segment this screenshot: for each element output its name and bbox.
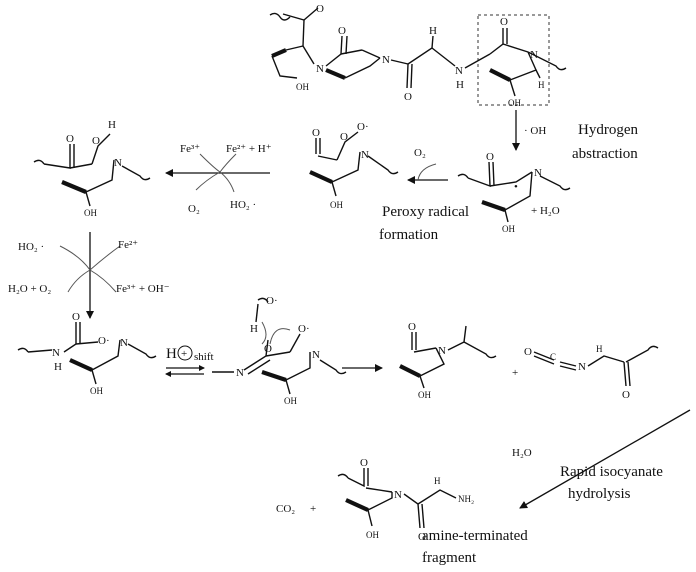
h-shift-label: H + shift: [166, 345, 214, 363]
top-peptide: N O OH O N O H N H O N H OH: [269, 3, 567, 108]
reagent-co2: CO₂: [276, 503, 295, 515]
atom-O: O: [404, 91, 412, 103]
atom-O: O: [92, 135, 100, 147]
atom-H: H: [596, 344, 603, 354]
label-rapid: Rapid isocyanate: [560, 464, 663, 480]
atom-O: O: [338, 25, 346, 37]
h2o-plus: + H₂O: [531, 205, 560, 217]
atom-NH2: NH₂: [458, 494, 474, 504]
atom-N: N: [578, 361, 586, 373]
plus-bottom: +: [310, 503, 316, 515]
h-shift-text: shift: [194, 351, 214, 363]
reagent-ho2-left: HO₂ ·: [18, 241, 44, 253]
h-shift-h: H: [166, 346, 177, 362]
label-hydrolysis: hydrolysis: [568, 486, 631, 502]
atom-O: O: [408, 321, 416, 333]
atom-H: H: [538, 80, 545, 90]
reagent-fe3-top: Fe³⁺: [180, 143, 200, 155]
atom-O: O: [264, 343, 272, 355]
atom-OH: OH: [296, 82, 309, 92]
atom-Odot: O·: [98, 335, 110, 347]
reagent-o2: O₂: [414, 147, 426, 159]
atom-H: H: [108, 119, 116, 131]
atom-O: O: [360, 457, 368, 469]
radical-dot: •: [514, 181, 518, 193]
atom-N: N: [236, 367, 244, 379]
atom-N: N: [114, 157, 122, 169]
label-formation: formation: [379, 227, 439, 243]
atom-OH: OH: [90, 386, 103, 396]
atom-OH: OH: [84, 208, 97, 218]
atom-N: N: [361, 149, 369, 161]
peroxy-structure: O O O· N OH: [309, 121, 399, 210]
atom-O: O: [340, 131, 348, 143]
atom-O: O: [72, 311, 80, 323]
atom-N: N: [120, 337, 128, 349]
atom-N: N: [52, 347, 60, 359]
atom-O: O·: [266, 295, 278, 307]
plus-symbol: +: [181, 348, 187, 360]
isocyanate-structure: O C N H O: [524, 344, 659, 401]
atom-O: O: [524, 346, 532, 358]
atom-O: O: [316, 3, 324, 15]
label-abstraction: abstraction: [572, 146, 638, 162]
atom-N: N: [394, 489, 402, 501]
reagent-h2o-o2: H₂O + O₂: [8, 283, 51, 295]
atom-O: O: [418, 531, 426, 543]
arrow-hydrolysis: [519, 409, 691, 509]
atom-H: H: [54, 361, 62, 373]
imidic-structure: O· H O N O· N OH: [212, 295, 347, 406]
label-amine: amine-terminated: [422, 528, 528, 544]
atom-N: N: [455, 65, 463, 77]
label-hydrogen: Hydrogen: [578, 122, 638, 138]
atom-OH: OH: [502, 224, 515, 234]
label-peroxy: Peroxy radical: [382, 204, 469, 220]
atom-O: O: [66, 133, 74, 145]
label-fragment: fragment: [422, 550, 477, 566]
atom-H: H: [456, 79, 464, 91]
amine-product: O N O H NH₂ OH: [337, 457, 474, 543]
radical-structure: O N • OH: [457, 151, 571, 234]
atom-N: N: [312, 349, 320, 361]
atom-Odot: O·: [357, 121, 369, 133]
atom-H: H: [250, 323, 258, 335]
atom-O: O: [500, 16, 508, 28]
reagent-fe2-h: Fe²⁺ + H⁺: [226, 143, 272, 155]
atom-N: N: [534, 167, 542, 179]
reagent-h2o-bottom: H₂O: [512, 447, 532, 459]
reagent-ho2-top: HO₂ ·: [230, 199, 256, 211]
atom-O: O: [486, 151, 494, 163]
atom-OH: OH: [418, 390, 431, 400]
alkoxy-structure: N H O O· N OH: [17, 311, 157, 396]
atom-O: O: [622, 389, 630, 401]
atom-O: O: [312, 127, 320, 139]
reagent-fe2-left: Fe²⁺: [118, 239, 138, 251]
atom-N: N: [530, 49, 538, 61]
plus: +: [512, 367, 518, 379]
atom-C: C: [550, 352, 556, 362]
atom-H: H: [434, 476, 441, 486]
atom-N: N: [316, 63, 324, 75]
atom-OH: OH: [284, 396, 297, 406]
atom-N: N: [382, 54, 390, 66]
hydroperoxide-structure: O O H N OH: [33, 119, 151, 218]
atom-Odot: O·: [298, 323, 310, 335]
atom-OH: OH: [330, 200, 343, 210]
atom-H: H: [429, 25, 437, 37]
reagent-fe3-oh: Fe³⁺ + OH⁻: [116, 283, 170, 295]
atom-OH: OH: [508, 98, 521, 108]
reagent-oh: · OH: [524, 125, 546, 137]
cleaved-fragment: O N OH: [399, 321, 497, 400]
atom-N: N: [438, 345, 446, 357]
reagent-o2-left: O₂: [188, 203, 200, 215]
atom-OH: OH: [366, 530, 379, 540]
